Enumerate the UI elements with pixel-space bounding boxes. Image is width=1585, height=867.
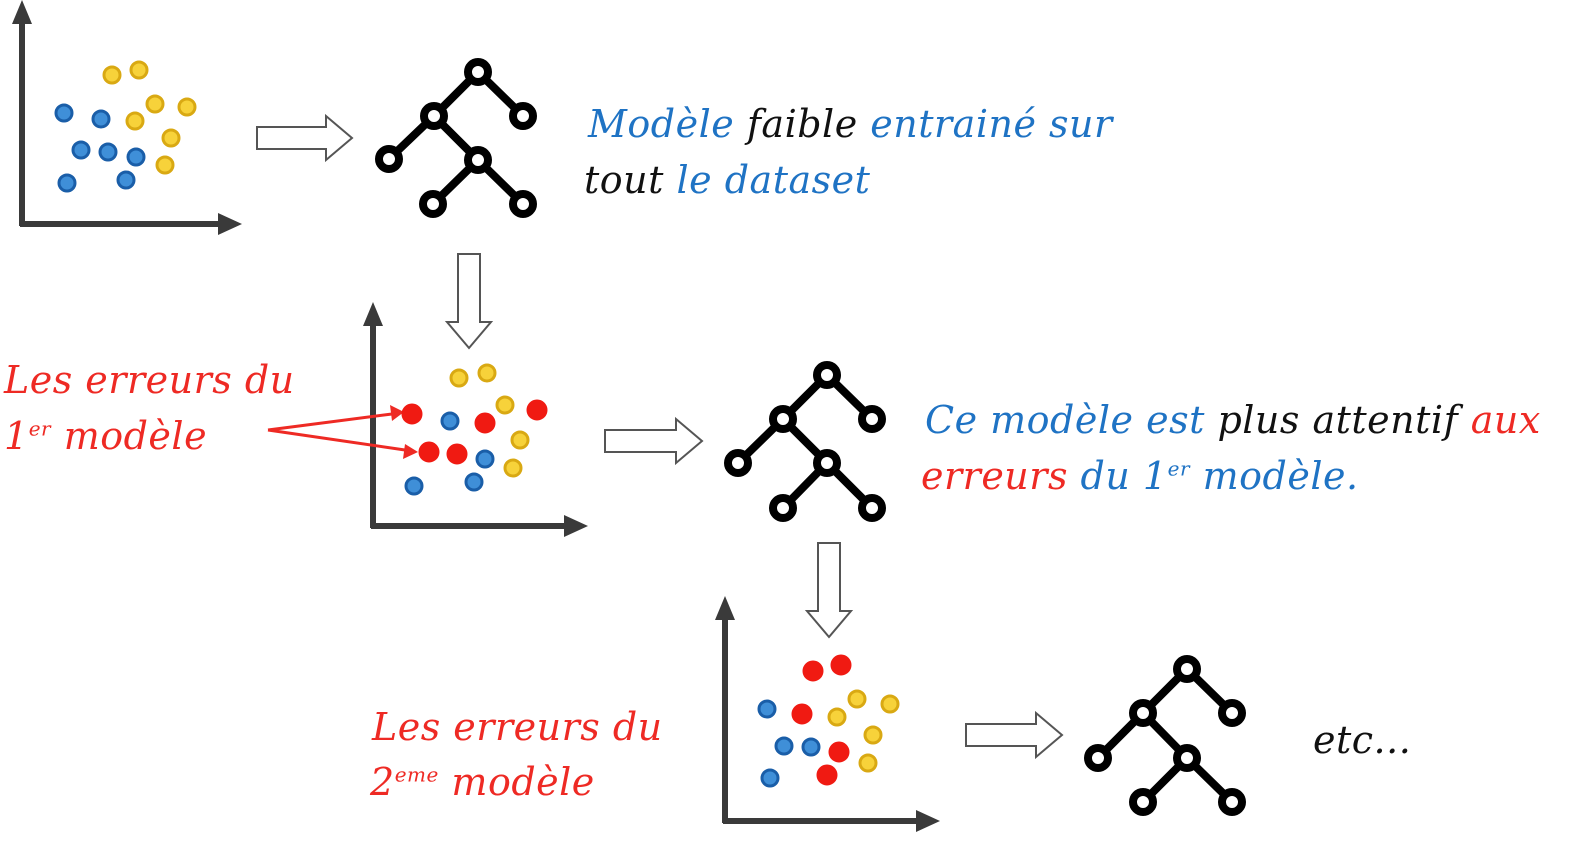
hollow-arrow-down-1 xyxy=(444,253,494,350)
hollow-arrow-right-3 xyxy=(965,710,1064,760)
step2-superscript: er xyxy=(1167,456,1191,481)
scatter-3-axes xyxy=(715,596,940,832)
scatter-plot-1 xyxy=(12,0,242,235)
step2-caption-line1: Ce modèle est plus attentif aux xyxy=(925,392,1541,448)
scatter-plot-3 xyxy=(715,596,940,832)
scatter-plot-2 xyxy=(267,302,588,537)
step2-caption-line2: erreurs du 1er modèle. xyxy=(921,448,1359,504)
errors2-label-line2: 2eme modèle xyxy=(370,754,595,810)
errors1-number: 1 xyxy=(4,414,29,458)
scatter-1-points xyxy=(54,60,197,193)
errors2-superscript: eme xyxy=(394,762,439,787)
step1-caption-line1: Modèle faible entrainé sur xyxy=(588,96,1113,152)
errors1-superscript: er xyxy=(28,416,52,441)
step2-text-plus-attentif: plus attentif xyxy=(1217,398,1459,442)
scatter-2-points xyxy=(401,363,548,496)
step1-caption-line2: tout le dataset xyxy=(584,152,870,208)
step2-text-ce-modele: Ce modèle est xyxy=(925,398,1205,442)
step2-text-modele: modèle. xyxy=(1202,454,1359,498)
errors2-word-modele: modèle xyxy=(451,760,595,804)
scatter-3-points xyxy=(757,654,900,788)
step1-word-modele: Modèle xyxy=(588,102,735,146)
hollow-arrow-right-2 xyxy=(604,416,704,466)
errors2-number: 2 xyxy=(370,760,395,804)
step2-text-erreurs: erreurs xyxy=(921,454,1068,498)
step1-word-tout: tout xyxy=(584,158,664,202)
step2-text-du-1: du 1 xyxy=(1080,454,1168,498)
hollow-arrow-right-1 xyxy=(256,113,354,163)
step1-word-entraine: entrainé sur xyxy=(870,102,1113,146)
errors2-label-line1: Les erreurs du xyxy=(372,705,663,749)
etc-label: etc... xyxy=(1313,718,1412,762)
error-pointer-arrows xyxy=(267,405,418,459)
hollow-arrow-down-2 xyxy=(804,542,854,639)
decision-tree-1-icon xyxy=(375,58,537,218)
errors1-word-modele: modèle xyxy=(63,414,208,458)
step1-word-faible: faible xyxy=(746,102,858,146)
errors1-label-line2: 1er modèle xyxy=(4,408,207,464)
decision-tree-3-icon xyxy=(1084,655,1246,816)
step1-word-dataset: le dataset xyxy=(676,158,871,202)
decision-tree-2-icon xyxy=(724,361,886,522)
scatter-2-axes xyxy=(363,302,588,537)
scatter-1-axes xyxy=(12,0,242,235)
step2-text-aux: aux xyxy=(1470,398,1541,442)
errors1-label-line1: Les erreurs du xyxy=(4,358,295,402)
